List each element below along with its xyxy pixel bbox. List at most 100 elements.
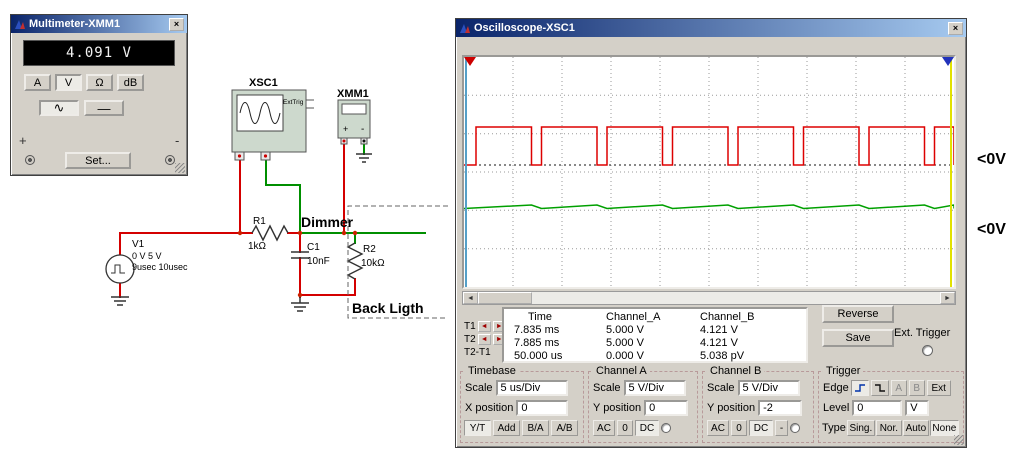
trigger-level-unit-field[interactable]: V [905, 400, 930, 416]
ext-trigger-label: Ext. Trigger [894, 327, 951, 339]
dc-mode-button[interactable]: — [84, 100, 124, 116]
measurement-readout-box: Time Channel_A Channel_B 7.835 ms 5.000 … [502, 307, 808, 363]
reverse-button[interactable]: Reverse [822, 305, 894, 323]
cursor-t1-row: T1 ◄ ► [464, 320, 506, 332]
channel-a-radio[interactable] [661, 423, 671, 433]
channel-b-dc-button[interactable]: DC [749, 420, 773, 436]
resize-grip[interactable] [954, 435, 964, 445]
t1-left-button[interactable]: ◄ [477, 320, 491, 332]
t1-channel-a-value: 5.000 V [606, 324, 644, 336]
trigger-none-button[interactable]: None [929, 420, 959, 436]
t2t1-channel-b-value: 5.038 pV [700, 350, 745, 362]
channel-a-yposition-field[interactable]: 0 [644, 400, 689, 416]
positive-terminal-jack[interactable] [25, 155, 35, 165]
annotation-0v-bottom: <0V [977, 221, 1006, 238]
ground-symbols[interactable] [111, 153, 372, 312]
channel-a-ac-button[interactable]: AC [593, 420, 615, 436]
set-button[interactable]: Set... [65, 152, 131, 169]
db-mode-button[interactable]: dB [117, 74, 144, 91]
falling-edge-button[interactable] [870, 380, 889, 396]
timebase-group: Timebase Scale 5 us/Div X position 0 Y/T… [460, 365, 584, 443]
channel-a-scale-field[interactable]: 5 V/Div [623, 380, 686, 396]
trigger-source-a-button[interactable]: A [890, 380, 907, 396]
oscilloscope-component-xsc1[interactable]: ExtTrig [231, 89, 314, 161]
trigger-level-field[interactable]: 0 [852, 400, 903, 416]
trigger-source-b-button[interactable]: B [908, 380, 925, 396]
channel-a-column-header: Channel_A [606, 311, 661, 323]
dashed-annotation-box [347, 205, 448, 319]
channel-b-yposition-field[interactable]: -2 [758, 400, 803, 416]
ext-trigger-radio[interactable] [922, 345, 933, 356]
multimeter-titlebar[interactable]: Multimeter-XMM1 × [11, 15, 187, 33]
channel-a-dc-button[interactable]: DC [635, 420, 659, 436]
t2-label: T2 [464, 333, 476, 345]
multimeter-component-xmm1[interactable]: + - [337, 99, 371, 145]
t1-left-icon: ◄ [480, 322, 488, 330]
trigger-normal-button[interactable]: Nor. [875, 420, 902, 436]
channel-a-zero-button[interactable]: 0 [617, 420, 633, 436]
resistor-r1[interactable] [251, 224, 289, 242]
positive-terminal-label: + [19, 133, 27, 148]
rising-edge-button[interactable] [850, 380, 869, 396]
trigger-source-ext-button[interactable]: Ext [926, 380, 951, 396]
trigger-level-label: Level [823, 402, 850, 414]
t2-left-button[interactable]: ◄ [477, 333, 491, 345]
scope-horizontal-scrollbar[interactable]: ◄ ► [462, 291, 956, 305]
sine-wave-icon: ∿ [53, 100, 65, 115]
channel-a-scale-label: Scale [593, 382, 621, 394]
green-wires[interactable] [265, 143, 426, 244]
timebase-scale-field[interactable]: 5 us/Div [495, 380, 568, 396]
multimeter-close-button[interactable]: × [169, 17, 184, 31]
c1-value-label: 10nF [307, 256, 330, 267]
oscilloscope-titlebar[interactable]: Oscilloscope-XSC1 × [456, 19, 966, 37]
cursor-2-handle[interactable] [942, 57, 954, 66]
trigger-single-button[interactable]: Sing. [846, 420, 875, 436]
ampere-mode-button[interactable]: A [24, 74, 51, 91]
source-v1[interactable] [105, 254, 135, 284]
multimeter-display: 4.091 V [23, 40, 175, 66]
trigger-edge-label: Edge [823, 382, 849, 394]
channel-b-invert-button[interactable]: - [775, 420, 788, 436]
scroll-left-button[interactable]: ◄ [463, 292, 478, 304]
exttrig-label: ExtTrig [283, 99, 304, 106]
scope-plot-frame [462, 55, 956, 289]
cursor-t2-row: T2 ◄ ► [464, 333, 506, 345]
trigger-type-label: Type [822, 422, 846, 434]
cursor-1-handle[interactable] [464, 57, 476, 66]
capacitor-c1[interactable] [291, 251, 309, 259]
oscilloscope-close-button[interactable]: × [948, 21, 963, 35]
channel-b-group-title: Channel B [707, 365, 765, 377]
oscilloscope-title: Oscilloscope-XSC1 [474, 22, 575, 34]
channel-b-scale-field[interactable]: 5 V/Div [737, 380, 800, 396]
resize-grip[interactable] [175, 163, 185, 173]
timebase-xposition-field[interactable]: 0 [516, 400, 569, 416]
timebase-xposition-label: X position [465, 402, 514, 414]
scroll-thumb[interactable] [478, 292, 532, 304]
negative-terminal-jack[interactable] [165, 155, 175, 165]
ac-mode-button[interactable]: ∿ [39, 100, 79, 116]
r2-name-label: R2 [363, 244, 376, 255]
red-wires[interactable] [119, 143, 356, 298]
channel-b-column-header: Channel_B [700, 311, 755, 323]
scroll-track[interactable] [478, 292, 940, 304]
resistor-r2[interactable] [346, 242, 364, 280]
channel-b-radio[interactable] [790, 423, 800, 433]
ohm-mode-button[interactable]: Ω [86, 74, 113, 91]
channel-b-zero-button[interactable]: 0 [731, 420, 747, 436]
ba-mode-button[interactable]: B/A [522, 420, 549, 436]
r1-value-label: 1kΩ [248, 241, 267, 252]
save-button[interactable]: Save [822, 329, 894, 347]
v1-value-label: 0 V 5 V [132, 251, 162, 261]
cursor-t2t1-row: T2-T1 [464, 346, 491, 358]
falling-edge-icon [874, 384, 885, 392]
ab-mode-button[interactable]: A/B [551, 420, 578, 436]
channel-b-ac-button[interactable]: AC [707, 420, 729, 436]
backlight-label: Back Ligth [352, 300, 424, 316]
add-mode-button[interactable]: Add [493, 420, 520, 436]
yt-mode-button[interactable]: Y/T [464, 420, 491, 436]
scroll-right-button[interactable]: ► [940, 292, 955, 304]
t2-channel-b-value: 4.121 V [700, 337, 738, 349]
volt-mode-button[interactable]: V [55, 74, 82, 91]
trigger-auto-button[interactable]: Auto [902, 420, 929, 436]
timebase-scale-label: Scale [465, 382, 493, 394]
